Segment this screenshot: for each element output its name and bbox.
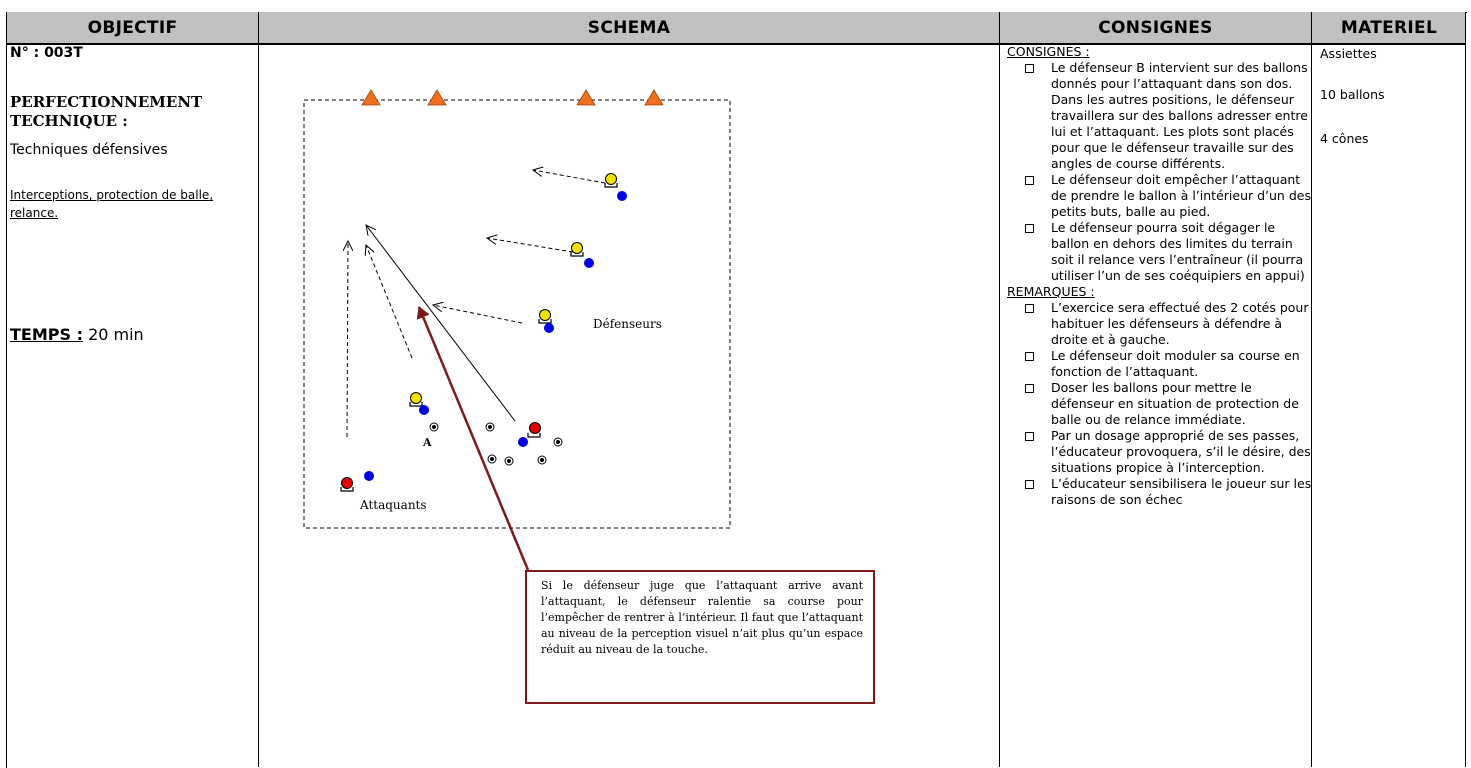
list-item: Le défenseur doit empêcher l’attaquant d… bbox=[1025, 172, 1312, 220]
checkbox-bullet-icon bbox=[1025, 304, 1034, 313]
duration-label: TEMPS : bbox=[10, 325, 83, 344]
column-divider bbox=[258, 12, 259, 767]
field-boundary bbox=[303, 99, 731, 529]
column-divider bbox=[1311, 12, 1312, 767]
checkbox-bullet-icon bbox=[1025, 480, 1034, 489]
ball-icon bbox=[617, 191, 627, 201]
materiel-item: Assiettes bbox=[1320, 46, 1377, 61]
label-attaquants: Attaquants bbox=[359, 498, 427, 512]
materiel-item: 4 cônes bbox=[1320, 131, 1369, 146]
defender-2 bbox=[570, 242, 594, 268]
list-item: Le défenseur doit moduler sa course en f… bbox=[1025, 348, 1312, 380]
consignes-title: CONSIGNES : bbox=[1007, 44, 1090, 59]
duration: TEMPS : 20 min bbox=[10, 325, 144, 344]
duration-value: 20 min bbox=[82, 325, 144, 344]
note-pointer bbox=[416, 306, 530, 571]
list-item: Doser les ballons pour mettre le défense… bbox=[1025, 380, 1312, 428]
cone-icon bbox=[644, 89, 664, 106]
list-item: L’éducateur sensibilisera le joueur sur … bbox=[1025, 476, 1312, 508]
defender-3 bbox=[538, 309, 554, 333]
run-arrow bbox=[487, 238, 574, 253]
category-title: PERFECTIONNEMENT TECHNIQUE : bbox=[10, 93, 203, 130]
header-consignes: CONSIGNES bbox=[1000, 12, 1311, 45]
ball-icon bbox=[364, 471, 374, 481]
ball-icon bbox=[544, 323, 554, 333]
objectif-column: N° : 003T PERFECTIONNEMENT TECHNIQUE : T… bbox=[10, 45, 255, 344]
cone-icon bbox=[576, 89, 596, 106]
list-item: L’exercice sera effectué des 2 cotés pou… bbox=[1025, 300, 1312, 348]
attacker-1 bbox=[518, 422, 541, 447]
label-a: A bbox=[422, 436, 432, 449]
exercise-diagram: Défenseurs Attaquants A bbox=[303, 89, 731, 571]
attacker-2 bbox=[340, 471, 374, 492]
spare-balls bbox=[429, 422, 563, 466]
label-defenseurs: Défenseurs bbox=[593, 317, 662, 331]
remarques-list: L’exercice sera effectué des 2 cotés pou… bbox=[1007, 300, 1312, 508]
remarques-title: REMARQUES : bbox=[1007, 284, 1095, 299]
run-arrow bbox=[433, 305, 523, 324]
list-item: Par un dosage approprié de ses passes, l… bbox=[1025, 428, 1312, 476]
cones bbox=[361, 89, 664, 106]
checkbox-bullet-icon bbox=[1025, 352, 1034, 361]
header-schema: SCHEMA bbox=[259, 12, 999, 45]
checkbox-bullet-icon bbox=[1025, 224, 1034, 233]
list-item: Le défenseur pourra soit dégager le ball… bbox=[1025, 220, 1312, 284]
cone-icon bbox=[361, 89, 381, 106]
column-divider bbox=[999, 12, 1000, 767]
checkbox-bullet-icon bbox=[1025, 176, 1034, 185]
technique-detail: Interceptions, protection de balle, rela… bbox=[10, 188, 214, 220]
checkbox-bullet-icon bbox=[1025, 432, 1034, 441]
technique-label: Techniques défensives bbox=[10, 142, 168, 158]
defender-a bbox=[409, 392, 429, 415]
header-materiel: MATERIEL bbox=[1312, 12, 1466, 45]
consignes-column: CONSIGNES : Le défenseur B intervient su… bbox=[1007, 44, 1312, 508]
ball-icon bbox=[584, 258, 594, 268]
ball-icon bbox=[419, 405, 429, 415]
checkbox-bullet-icon bbox=[1025, 64, 1034, 73]
cone-icon bbox=[427, 89, 447, 106]
run-arrow bbox=[533, 170, 606, 184]
defender-1 bbox=[604, 173, 627, 201]
run-arrow bbox=[347, 241, 348, 438]
materiel-item: 10 ballons bbox=[1320, 87, 1385, 102]
exercise-number: N° : 003T bbox=[10, 45, 83, 61]
column-divider bbox=[1465, 12, 1466, 767]
pass-arrow bbox=[366, 225, 516, 422]
ball-icon bbox=[518, 437, 528, 447]
run-arrow bbox=[366, 245, 413, 359]
checkbox-bullet-icon bbox=[1025, 384, 1034, 393]
list-item: Le défenseur B intervient sur des ballon… bbox=[1025, 60, 1312, 172]
consignes-list: Le défenseur B intervient sur des ballon… bbox=[1007, 60, 1312, 284]
annotation-note: Si le défenseur juge que l’attaquant arr… bbox=[525, 570, 875, 704]
header-objectif: OBJECTIF bbox=[7, 12, 258, 45]
